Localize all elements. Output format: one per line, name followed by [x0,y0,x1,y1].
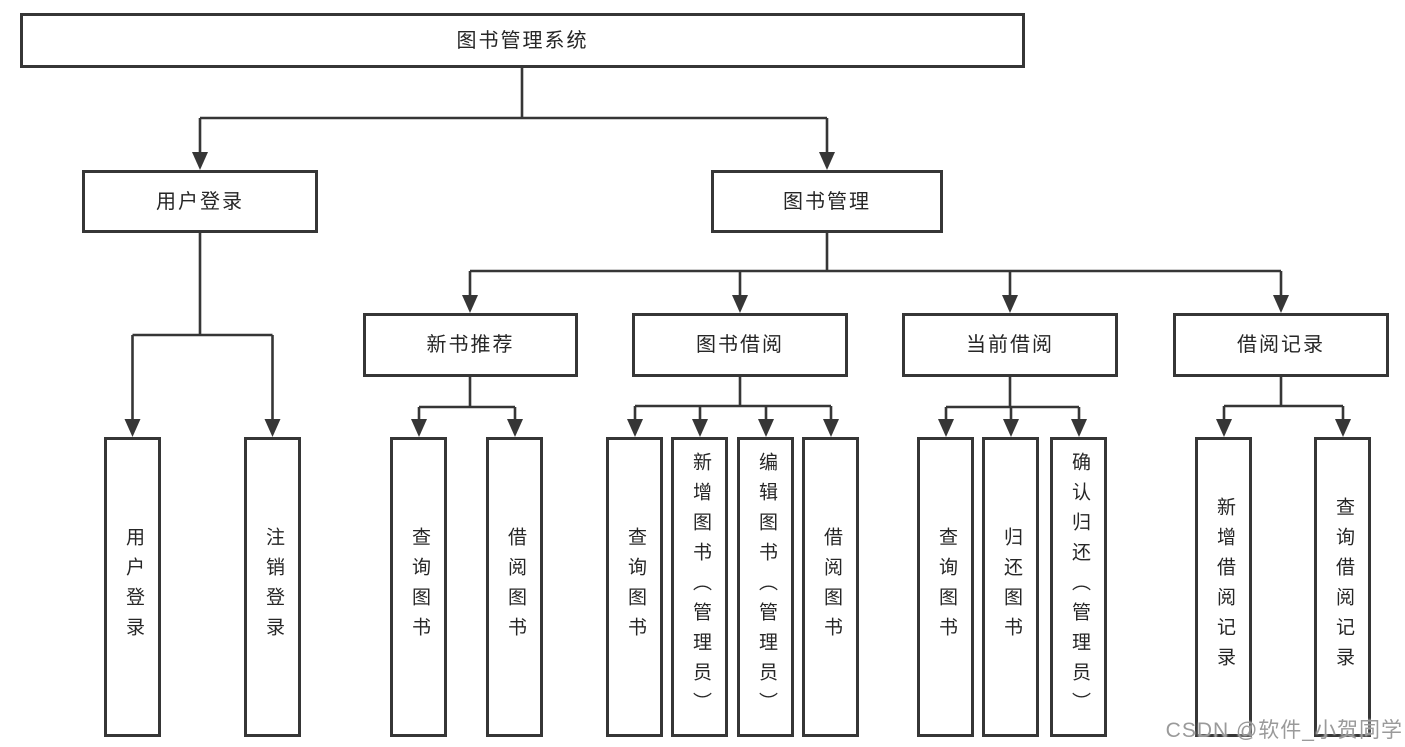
node-user-login: 用户登录 [82,170,318,233]
node-label: 查询图书 [408,527,430,647]
node-new-book-recommendation: 新书推荐 [363,313,578,377]
leaf-borrow-books: 借阅图书 [802,437,859,737]
node-label: 查询图书 [935,527,957,647]
leaf-query-books-current: 查询图书 [917,437,974,737]
leaf-logout: 注销登录 [244,437,301,737]
node-label: 用户登录 [156,190,244,213]
leaf-query-books-borrow: 查询图书 [606,437,663,737]
node-library-management-system: 图书管理系统 [20,13,1025,68]
node-label: 用户登录 [122,527,144,647]
node-label: 新书推荐 [426,334,515,356]
node-label: 编辑图书（管理员） [755,452,777,722]
node-current-borrowing: 当前借阅 [902,313,1118,377]
node-book-management: 图书管理 [711,170,943,233]
leaf-add-books-admin: 新增图书（管理员） [671,437,728,737]
leaf-add-borrow-record: 新增借阅记录 [1195,437,1252,737]
leaf-borrow-books-recommend: 借阅图书 [486,437,543,737]
leaf-edit-books-admin: 编辑图书（管理员） [737,437,794,737]
node-label: 查询图书 [624,527,646,647]
node-label: 借阅图书 [820,527,842,647]
node-label: 图书借阅 [696,334,784,356]
leaf-query-books-recommend: 查询图书 [390,437,447,737]
csdn-watermark: CSDN @软件_小贺同学 [1165,719,1403,742]
node-borrowing-records: 借阅记录 [1173,313,1389,377]
node-label: 图书管理系统 [456,29,589,52]
node-label: 新增借阅记录 [1213,497,1235,677]
node-label: 图书管理 [783,190,871,213]
node-label: 新增图书（管理员） [689,452,711,722]
node-label: 注销登录 [262,527,284,647]
node-label: 当前借阅 [966,334,1054,356]
leaf-query-borrow-record: 查询借阅记录 [1314,437,1371,737]
leaf-confirm-return-admin: 确认归还（管理员） [1050,437,1107,737]
node-label: 借阅记录 [1237,334,1325,356]
node-label: 归还图书 [1000,527,1022,647]
node-label: 确认归还（管理员） [1068,452,1090,722]
leaf-return-books: 归还图书 [982,437,1039,737]
node-book-borrowing: 图书借阅 [632,313,848,377]
node-label: 查询借阅记录 [1332,497,1354,677]
node-label: 借阅图书 [504,527,526,647]
leaf-user-login: 用户登录 [104,437,161,737]
